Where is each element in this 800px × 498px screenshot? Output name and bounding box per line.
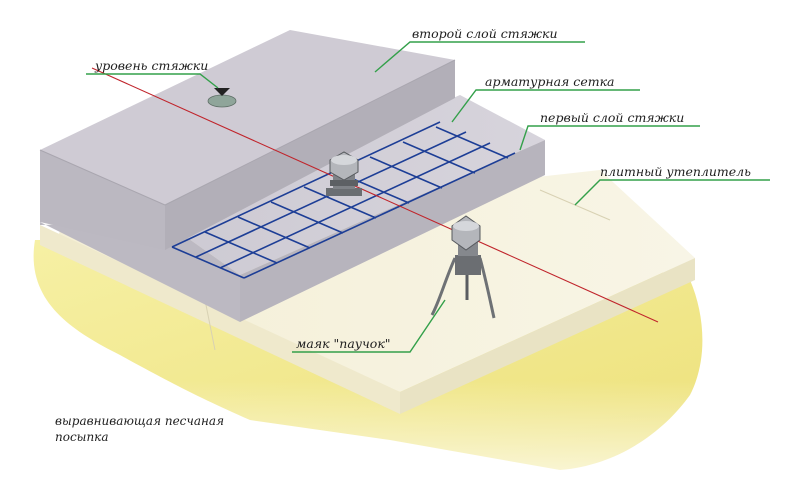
reinforcing-mesh — [171, 121, 516, 279]
leader-beacon — [292, 299, 446, 353]
leader-insulation — [574, 179, 770, 206]
label-slab-insulation: плитный утеплитель — [600, 164, 751, 179]
label-sand-bed-line1: выравнивающая песчаная — [55, 414, 224, 428]
spider-beacon-1 — [326, 151, 362, 196]
insulation-slab-edge — [400, 258, 695, 414]
leader-mesh — [451, 89, 640, 123]
label-sand-bed-line2: посыпка — [55, 430, 109, 444]
label-spider-beacon: маяк "паучок" — [296, 336, 391, 351]
level-marker — [207, 94, 237, 108]
leader-second-layer — [374, 41, 585, 73]
screed-level-line — [91, 67, 659, 323]
leader-screed-level — [86, 73, 219, 89]
second-screed-layer — [40, 30, 455, 205]
label-reinforcing-mesh: арматурная сетка — [485, 74, 614, 89]
label-first-layer: первый слой стяжки — [540, 110, 684, 125]
label-screed-level: уровень стяжки — [94, 58, 208, 73]
spider-beacon-2 — [430, 215, 496, 319]
leader-first-layer — [519, 125, 700, 151]
label-second-layer: второй слой стяжки — [412, 26, 558, 41]
